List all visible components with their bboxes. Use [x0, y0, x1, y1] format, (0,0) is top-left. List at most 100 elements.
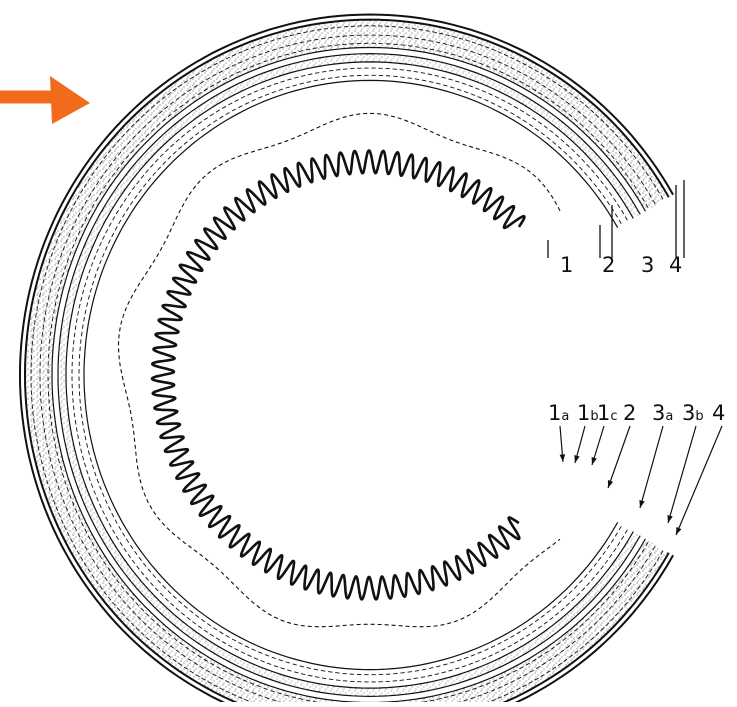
hatch-dash: [550, 617, 553, 620]
hatch-dash: [614, 198, 617, 202]
hatch-dash: [535, 128, 539, 131]
hatch-dash: [574, 162, 577, 165]
hatch-dash: [88, 295, 89, 299]
hatch-dash: [108, 506, 110, 510]
hatch-dash: [564, 151, 567, 154]
hatch-dash: [274, 666, 278, 667]
hatch-dash: [321, 38, 325, 39]
hatch-dash: [564, 596, 567, 599]
hatch-dash: [252, 649, 256, 651]
hatch-dash: [523, 628, 527, 630]
hatch-dash: [160, 154, 163, 157]
hatch-dash: [155, 159, 158, 162]
hatch-dash: [97, 267, 99, 271]
hatch-dash: [87, 470, 88, 474]
hatch-dash: [115, 226, 117, 230]
hatch-dash: [619, 220, 621, 224]
hatch-dash: [571, 149, 574, 152]
hatch-dash: [91, 262, 93, 266]
hatch-dash: [75, 420, 76, 424]
hatch-dash: [153, 172, 156, 175]
mucosa-wavy-path: [152, 151, 524, 600]
lower-label-2: 2: [623, 401, 636, 425]
hatch-dash: [508, 645, 512, 647]
hatch-dash: [216, 110, 220, 112]
hatch-dash: [605, 186, 608, 189]
hatch-dash: [150, 164, 153, 167]
hatch-dash: [414, 71, 418, 72]
hatch-dash: [181, 135, 184, 138]
hatch-dash: [87, 276, 88, 280]
hatch-dash: [484, 99, 488, 101]
hatch-dash: [195, 615, 199, 618]
hatch-dash: [544, 622, 548, 625]
hatch-dash: [171, 144, 174, 147]
hatch-dash: [510, 635, 514, 637]
pointer-line: [668, 426, 696, 523]
hatch-dash: [116, 536, 118, 540]
hatch-dash: [99, 242, 101, 246]
hatch-dash: [579, 167, 582, 170]
hatch-dash: [137, 566, 140, 569]
hatch-dash: [153, 574, 156, 577]
upper-label-1: 1: [560, 253, 573, 277]
hatch-dash: [232, 639, 236, 641]
hatch-dash: [558, 146, 561, 149]
hatch-dash: [308, 675, 312, 676]
hatch-dash: [601, 181, 604, 184]
hatch-dash: [532, 630, 536, 632]
hatch-dash: [491, 646, 495, 648]
hatch-dash: [596, 572, 599, 575]
hatch-dash: [408, 672, 412, 673]
hatch-dash: [421, 677, 425, 678]
hatch-dash: [615, 533, 617, 537]
hatch-dash: [532, 118, 536, 120]
hatch-dash: [97, 249, 99, 253]
hatch-dash: [550, 130, 553, 133]
hatch-dash: [87, 303, 88, 307]
hatch-dash: [81, 297, 82, 301]
hatch-dash: [475, 88, 479, 90]
hatch-dash: [442, 672, 446, 673]
hatch-dash: [106, 229, 108, 233]
hatch-dash: [457, 89, 461, 90]
hatch-dash: [78, 311, 79, 315]
hatch-dash: [228, 103, 232, 105]
hatch-dash: [120, 542, 122, 546]
hatch-dash: [34, 418, 35, 422]
hatch-dash: [92, 465, 93, 469]
hatch-dash: [91, 484, 93, 488]
hatch-dash: [535, 619, 539, 622]
lower-pointer-7: [676, 426, 722, 535]
hatch-dash: [435, 75, 439, 76]
hatch-dash: [76, 318, 77, 322]
hatch-dash: [520, 638, 524, 640]
hatch-dash: [529, 124, 533, 126]
hatch-dash: [520, 110, 524, 112]
hatch-dash: [607, 545, 610, 549]
lower-label-3b: 3b: [682, 401, 704, 425]
hatch-dash: [489, 655, 493, 657]
hatch-dash: [553, 142, 556, 145]
hatch-dash: [42, 414, 43, 418]
orange-arrow-icon: [0, 76, 90, 124]
hatch-dash: [579, 580, 582, 583]
hatch-dash: [464, 91, 468, 92]
hatch-dash: [407, 37, 411, 38]
hatch-dash: [605, 560, 608, 563]
hatch-dash: [603, 551, 606, 555]
hatch-dash: [141, 572, 144, 575]
hatch-dash: [561, 608, 564, 611]
hatch-dash: [547, 610, 550, 613]
hatch-dash: [279, 660, 283, 661]
hatch-dash: [109, 223, 111, 227]
hatch-dash: [265, 94, 269, 96]
hatch-dash: [475, 660, 479, 662]
upper-layer-labels: 1 2 3 4: [560, 253, 682, 277]
hatch-dash: [226, 635, 230, 637]
hatch-dash: [538, 122, 542, 125]
hatch-dash: [504, 109, 508, 111]
hatch-dash: [436, 83, 440, 84]
hatch-dash: [146, 170, 149, 173]
lower-layer-labels: 1a 1b 1c 2 3a 3b 4: [548, 401, 725, 425]
